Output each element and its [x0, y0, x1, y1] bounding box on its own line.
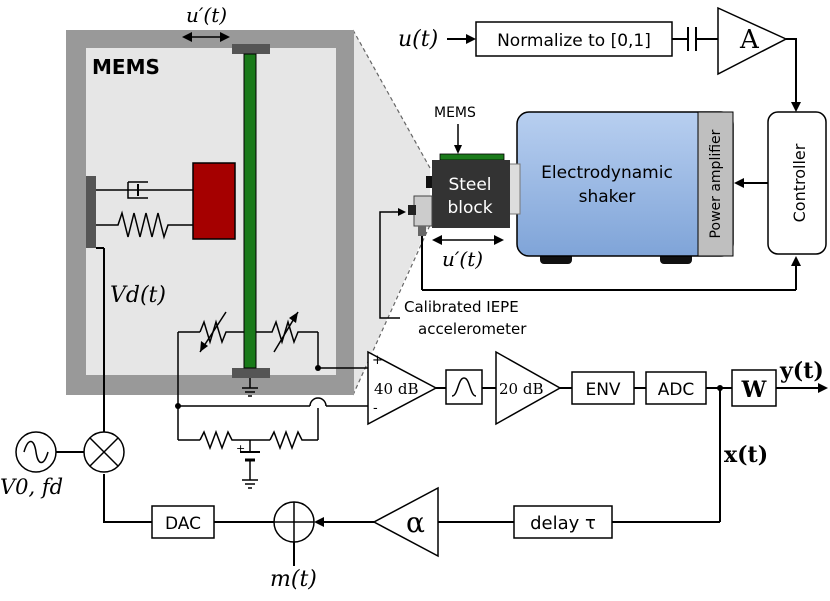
feedback-gain-alpha — [372, 486, 439, 558]
svg-text:+: + — [236, 442, 245, 455]
amp2-gain-label: 20 dB — [499, 380, 543, 398]
zoom-line-bottom — [352, 224, 431, 396]
amplifier-20db — [495, 350, 562, 426]
shaker-label-line2: shaker — [579, 187, 636, 207]
bridge-resistor-right — [269, 429, 318, 451]
bandpass-filter — [445, 369, 483, 405]
mems-pointer-arrow — [454, 145, 462, 154]
state-label: x(t) — [724, 442, 768, 468]
mount-screw — [426, 176, 432, 188]
beam-anchor-bottom — [232, 368, 270, 378]
zoom-line-top — [352, 29, 431, 169]
steel-block — [432, 160, 510, 228]
adc-label: ADC — [658, 380, 695, 400]
accelerometer-label-line2: accelerometer — [418, 320, 527, 338]
drive-voltage-label: Vd(t) — [110, 283, 166, 308]
steel-block-line1: Steel — [448, 175, 491, 195]
mems-displacement-label: u′(t) — [186, 3, 227, 27]
var-resistor-right — [256, 319, 318, 345]
proof-mass — [192, 162, 236, 240]
block-displacement-label: u′(t) — [442, 247, 483, 271]
mems-small-label: MEMS — [434, 105, 476, 121]
sine-icon — [23, 440, 49, 464]
readout-weights-block — [731, 369, 777, 407]
input-signal-label: u(t) — [398, 27, 438, 52]
left-anchor — [86, 176, 96, 248]
steel-block-line2: block — [447, 198, 492, 218]
output-label: y(t) — [779, 358, 824, 384]
normalize-block — [475, 21, 673, 57]
wire-crossover — [309, 397, 327, 407]
normalize-label: Normalize to [0,1] — [497, 31, 651, 51]
env-label: ENV — [585, 380, 620, 400]
dac-label: DAC — [165, 514, 201, 534]
beam-anchor-top — [232, 44, 270, 54]
spring — [96, 210, 193, 240]
controller-label: Controller — [790, 143, 809, 222]
accelerometer-label-line1: Calibrated IEPE — [404, 298, 519, 316]
preamp-40db — [367, 350, 438, 426]
bandpass-icon — [451, 377, 477, 397]
power-amplifier-label: Power amplifier — [708, 129, 724, 238]
preamp-gain-label: 40 dB — [374, 380, 418, 398]
dac-block — [151, 505, 215, 539]
delay-block — [513, 505, 613, 539]
preamp-minus: - — [373, 401, 378, 416]
cantilever-beam — [243, 53, 257, 369]
var-resistor-left — [199, 319, 244, 345]
amplifier-a-label: A — [739, 25, 760, 55]
bridge-resistor-left — [199, 429, 270, 451]
alpha-label: α — [406, 506, 425, 539]
delay-label: delay τ — [530, 513, 596, 534]
weights-label: W — [741, 377, 767, 403]
modulation-label: m(t) — [270, 567, 317, 592]
iepe-accelerometer — [413, 195, 433, 227]
source-label: V0, fd — [0, 475, 63, 499]
mems-label: MEMS — [92, 55, 160, 79]
envelope-block — [571, 371, 635, 405]
power-amplifier-panel — [697, 111, 734, 257]
shaker-label-line1: Electrodynamic — [541, 163, 673, 183]
preamp-plus: + — [372, 353, 383, 368]
mems-chip — [439, 153, 505, 161]
amplifier-a — [717, 6, 788, 76]
